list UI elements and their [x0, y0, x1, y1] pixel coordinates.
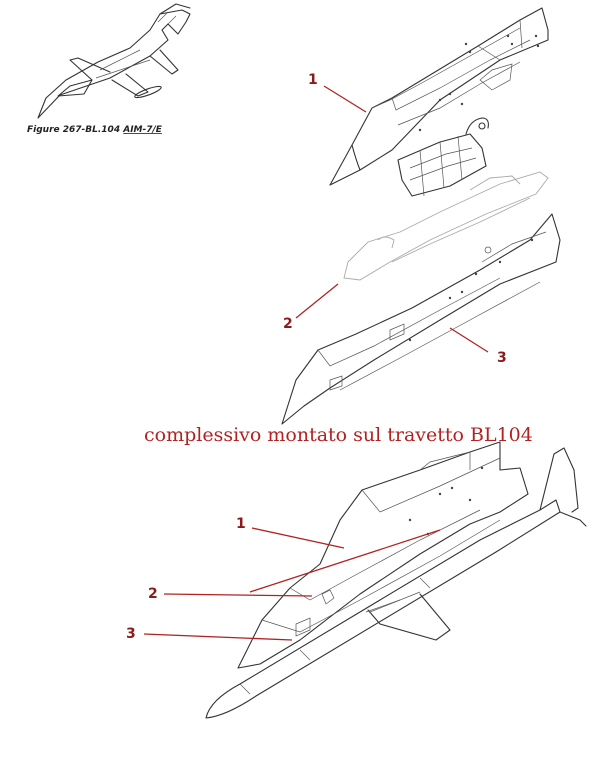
part-1-fairing — [329, 7, 549, 186]
exploded-leader-lines — [295, 85, 489, 353]
callout-exploded-1: 1 — [308, 72, 318, 88]
callout-assembled-3: 3 — [126, 626, 136, 642]
connector-assembly — [397, 117, 489, 197]
callout-assembled-2: 2 — [148, 586, 158, 602]
callout-exploded-2: 2 — [283, 316, 293, 332]
pylon-adapter — [343, 171, 549, 281]
figure-caption-prefix: Figure 267-BL.104 — [27, 125, 121, 135]
part-3-rail — [281, 213, 561, 425]
figure-caption-reference: AIM-7/E — [123, 125, 162, 135]
missile-body — [205, 447, 587, 719]
callout-assembled-1: 1 — [236, 516, 246, 532]
aircraft-illustration — [37, 3, 191, 119]
figure-caption: Figure 267-BL.104 AIM-7/E — [27, 125, 162, 135]
callout-exploded-3: 3 — [497, 350, 507, 366]
assembly-title: complessivo montato sul travetto BL104 — [144, 424, 533, 446]
assembled-leader-lines — [143, 527, 441, 641]
assembled-launcher — [237, 441, 529, 669]
